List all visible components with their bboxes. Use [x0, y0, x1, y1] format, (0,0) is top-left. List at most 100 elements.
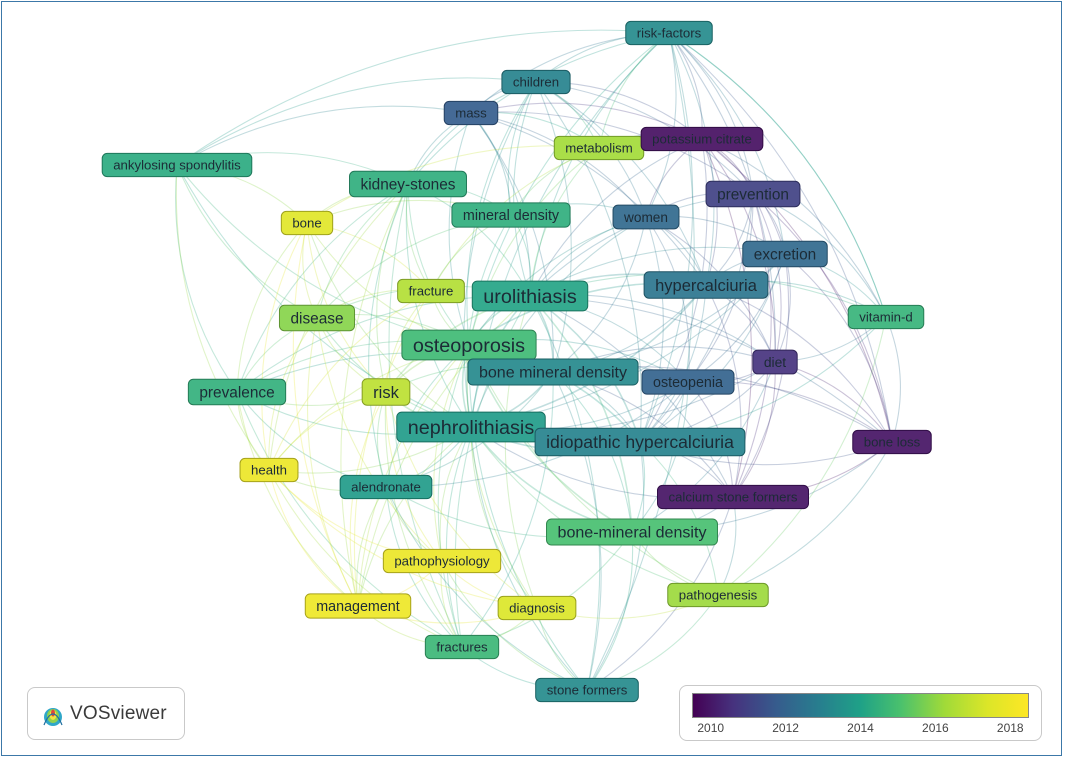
node-fracture[interactable]: fracture — [397, 278, 465, 304]
node-box-mineral-density[interactable] — [451, 202, 571, 228]
node-mineral-density[interactable]: mineral density — [451, 202, 571, 228]
node-urolithiasis[interactable]: urolithiasis — [471, 280, 589, 312]
node-women[interactable]: women — [612, 204, 680, 230]
node-box-pathophysiology[interactable] — [382, 548, 502, 574]
node-disease[interactable]: disease — [278, 304, 356, 332]
node-health[interactable]: health — [239, 457, 299, 483]
node-box-idiopathic-hypercalciuria[interactable] — [534, 427, 746, 457]
link-osteoporosis-metabolism — [468, 147, 600, 346]
node-label-osteoporosis: osteoporosis — [413, 335, 525, 357]
node-risk[interactable]: risk — [361, 378, 411, 406]
node-label-pathogenesis: pathogenesis — [679, 588, 758, 603]
node-potassium-citrate[interactable]: potassium citrate — [640, 126, 764, 152]
node-box-stone-formers[interactable] — [535, 677, 639, 703]
link-hypercalciuria-mass — [470, 112, 707, 286]
link-nephrolithiasis-kidney-stones — [405, 183, 472, 428]
node-box-ankylosing-spondylitis[interactable] — [101, 152, 253, 178]
node-box-fracture[interactable] — [397, 278, 465, 304]
link-urolithiasis-bone-mineral-density-2 — [529, 295, 633, 533]
node-osteoporosis[interactable]: osteoporosis — [401, 329, 537, 361]
node-box-bone-mineral-density-2[interactable] — [546, 518, 718, 546]
node-pathophysiology[interactable]: pathophysiology — [382, 548, 502, 574]
node-box-bone[interactable] — [280, 210, 334, 236]
node-box-osteopenia[interactable] — [641, 369, 735, 395]
node-diagnosis[interactable]: diagnosis — [497, 595, 577, 621]
node-nephrolithiasis[interactable]: nephrolithiasis — [396, 411, 546, 443]
link-idiopathic-hypercalciuria-pathogenesis — [639, 441, 719, 596]
node-box-pathogenesis[interactable] — [667, 582, 769, 608]
node-box-calcium-stone-formers[interactable] — [657, 484, 809, 510]
node-box-alendronate[interactable] — [339, 474, 433, 500]
node-ankylosing-spondylitis[interactable]: ankylosing spondylitis — [101, 152, 253, 178]
node-box-bone-loss[interactable] — [852, 429, 932, 455]
node-box-diagnosis[interactable] — [497, 595, 577, 621]
node-idiopathic-hypercalciuria[interactable]: idiopathic hypercalciuria — [534, 427, 746, 457]
node-box-prevention[interactable] — [705, 180, 801, 208]
node-box-risk-factors[interactable] — [625, 20, 713, 46]
node-label-disease: disease — [290, 310, 343, 327]
color-legend-tick-2010: 2010 — [697, 721, 725, 735]
node-box-disease[interactable] — [278, 304, 356, 332]
node-management[interactable]: management — [304, 593, 412, 619]
link-bone-mineral-density-2-osteopenia — [631, 381, 689, 533]
link-bone-mineral-density-children — [535, 81, 572, 373]
node-label-excretion: excretion — [754, 246, 816, 263]
node-prevention[interactable]: prevention — [705, 180, 801, 208]
node-label-pathophysiology: pathophysiology — [394, 554, 490, 569]
node-diet[interactable]: diet — [752, 349, 798, 375]
node-prevalence[interactable]: prevalence — [187, 378, 287, 406]
node-label-potassium-citrate: potassium citrate — [652, 132, 752, 147]
node-children[interactable]: children — [501, 69, 571, 95]
node-bone[interactable]: bone — [280, 210, 334, 236]
node-hypercalciuria[interactable]: hypercalciuria — [643, 271, 769, 299]
node-box-prevalence[interactable] — [187, 378, 287, 406]
node-box-vitamin-d[interactable] — [847, 304, 925, 330]
link-idiopathic-hypercalciuria-excretion — [639, 253, 786, 443]
node-bone-mineral-density[interactable]: bone mineral density — [467, 358, 639, 386]
node-osteopenia[interactable]: osteopenia — [641, 369, 735, 395]
node-pathogenesis[interactable]: pathogenesis — [667, 582, 769, 608]
node-box-potassium-citrate[interactable] — [640, 126, 764, 152]
link-prevalence-management — [236, 391, 359, 607]
node-box-health[interactable] — [239, 457, 299, 483]
node-box-bone-mineral-density[interactable] — [467, 358, 639, 386]
link-osteopenia-women — [645, 216, 690, 383]
link-kidney-stones-risk — [376, 183, 409, 393]
node-fractures[interactable]: fractures — [424, 634, 500, 660]
node-box-diet[interactable] — [752, 349, 798, 375]
node-box-risk[interactable] — [361, 378, 411, 406]
node-alendronate[interactable]: alendronate — [339, 474, 433, 500]
node-calcium-stone-formers[interactable]: calcium stone formers — [657, 484, 809, 510]
node-box-excretion[interactable] — [742, 240, 828, 268]
node-metabolism[interactable]: metabolism — [553, 135, 645, 161]
node-vitamin-d[interactable]: vitamin-d — [847, 304, 925, 330]
node-box-children[interactable] — [501, 69, 571, 95]
node-excretion[interactable]: excretion — [742, 240, 828, 268]
node-box-hypercalciuria[interactable] — [643, 271, 769, 299]
link-kidney-stones-disease — [316, 183, 409, 319]
link-osteoporosis-pathophysiology — [433, 344, 470, 562]
link-idiopathic-hypercalciuria-women — [639, 216, 664, 443]
link-urolithiasis-children — [513, 81, 537, 297]
node-stone-formers[interactable]: stone formers — [535, 677, 639, 703]
node-box-urolithiasis[interactable] — [471, 280, 589, 312]
node-box-nephrolithiasis[interactable] — [396, 411, 546, 443]
link-hypercalciuria-potassium-citrate — [701, 138, 718, 286]
node-mass[interactable]: mass — [443, 100, 499, 126]
link-diet-prevention — [752, 193, 782, 363]
node-box-fractures[interactable] — [424, 634, 500, 660]
node-box-osteoporosis[interactable] — [401, 329, 537, 361]
link-hypercalciuria-children — [535, 81, 707, 286]
node-risk-factors[interactable]: risk-factors — [625, 20, 713, 46]
node-kidney-stones[interactable]: kidney-stones — [349, 170, 467, 198]
node-box-kidney-stones[interactable] — [349, 170, 467, 198]
node-box-mass[interactable] — [443, 100, 499, 126]
node-box-management[interactable] — [304, 593, 412, 619]
node-bone-mineral-density-2[interactable]: bone-mineral density — [546, 518, 718, 546]
node-bone-loss[interactable]: bone loss — [852, 429, 932, 455]
link-prevalence-fractures — [236, 391, 463, 648]
node-box-women[interactable] — [612, 204, 680, 230]
link-bone-loss-excretion — [784, 253, 893, 443]
